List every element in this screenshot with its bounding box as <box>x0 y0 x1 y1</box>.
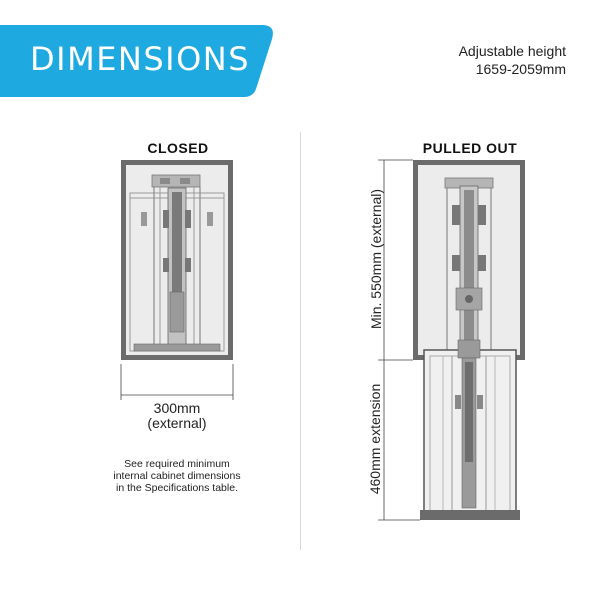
pulled-out-height-dimensions <box>378 159 420 521</box>
footnote-line-1: See required minimum <box>124 458 230 470</box>
closed-unit-drawing <box>121 160 233 360</box>
adjustable-height-label: Adjustable height <box>458 43 566 59</box>
closed-width-dimension <box>120 364 234 400</box>
section-divider <box>300 132 301 550</box>
closed-width-value: 300mm <box>153 400 201 416</box>
closed-heading: CLOSED <box>147 140 209 156</box>
adjustable-height-note: Adjustable height 1659-2059mm <box>459 42 566 78</box>
pulled-out-heading: PULLED OUT <box>422 140 518 156</box>
specifications-footnote: See required minimum internal cabinet di… <box>92 458 262 494</box>
footnote-line-2: internal cabinet dimensions <box>113 470 241 482</box>
page-title: DIMENSIONS <box>30 40 251 78</box>
footnote-line-3: in the Specifications table. <box>116 482 238 494</box>
closed-width-note: (external) <box>147 415 207 431</box>
extension-label: 460mm extension <box>367 383 383 495</box>
adjustable-height-value: 1659-2059mm <box>475 61 566 77</box>
upper-height-label: Min. 550mm (external) <box>368 188 384 330</box>
title-banner <box>0 25 273 97</box>
closed-width-label: 300mm (external) <box>127 401 227 431</box>
pulled-out-unit-drawing <box>413 160 525 520</box>
